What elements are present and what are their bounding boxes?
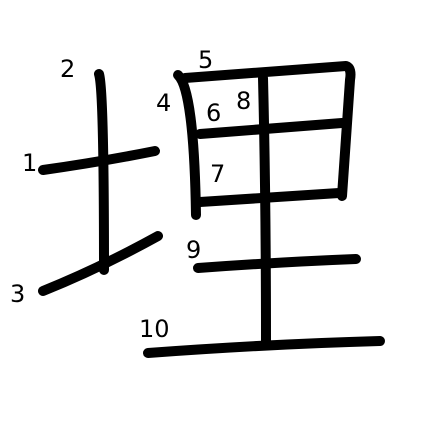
stroke-number-5: 5	[198, 46, 213, 74]
stroke-3-tu-rising	[38, 231, 163, 296]
stroke-number-1: 1	[22, 149, 37, 177]
stroke-number-9: 9	[186, 236, 201, 264]
stroke-number-6: 6	[206, 99, 221, 127]
stroke-number-7: 7	[210, 160, 225, 188]
stroke-9-li-lower-horizontal	[193, 254, 361, 273]
stroke-2-tu-vertical	[94, 69, 109, 275]
stroke-number-3: 3	[10, 280, 25, 308]
stroke-6-li-inner-horizontal	[195, 118, 347, 139]
stroke-5-li-top-and-right	[180, 61, 356, 201]
stroke-number-4: 4	[156, 89, 171, 117]
stroke-8-li-center-vertical	[258, 73, 271, 347]
stroke-4-li-left-vertical	[173, 70, 201, 220]
stroke-number-2: 2	[60, 55, 75, 83]
stroke-number-8: 8	[236, 87, 251, 115]
stroke-10-li-base-horizontal	[143, 336, 385, 358]
stroke-number-10: 10	[139, 315, 170, 343]
